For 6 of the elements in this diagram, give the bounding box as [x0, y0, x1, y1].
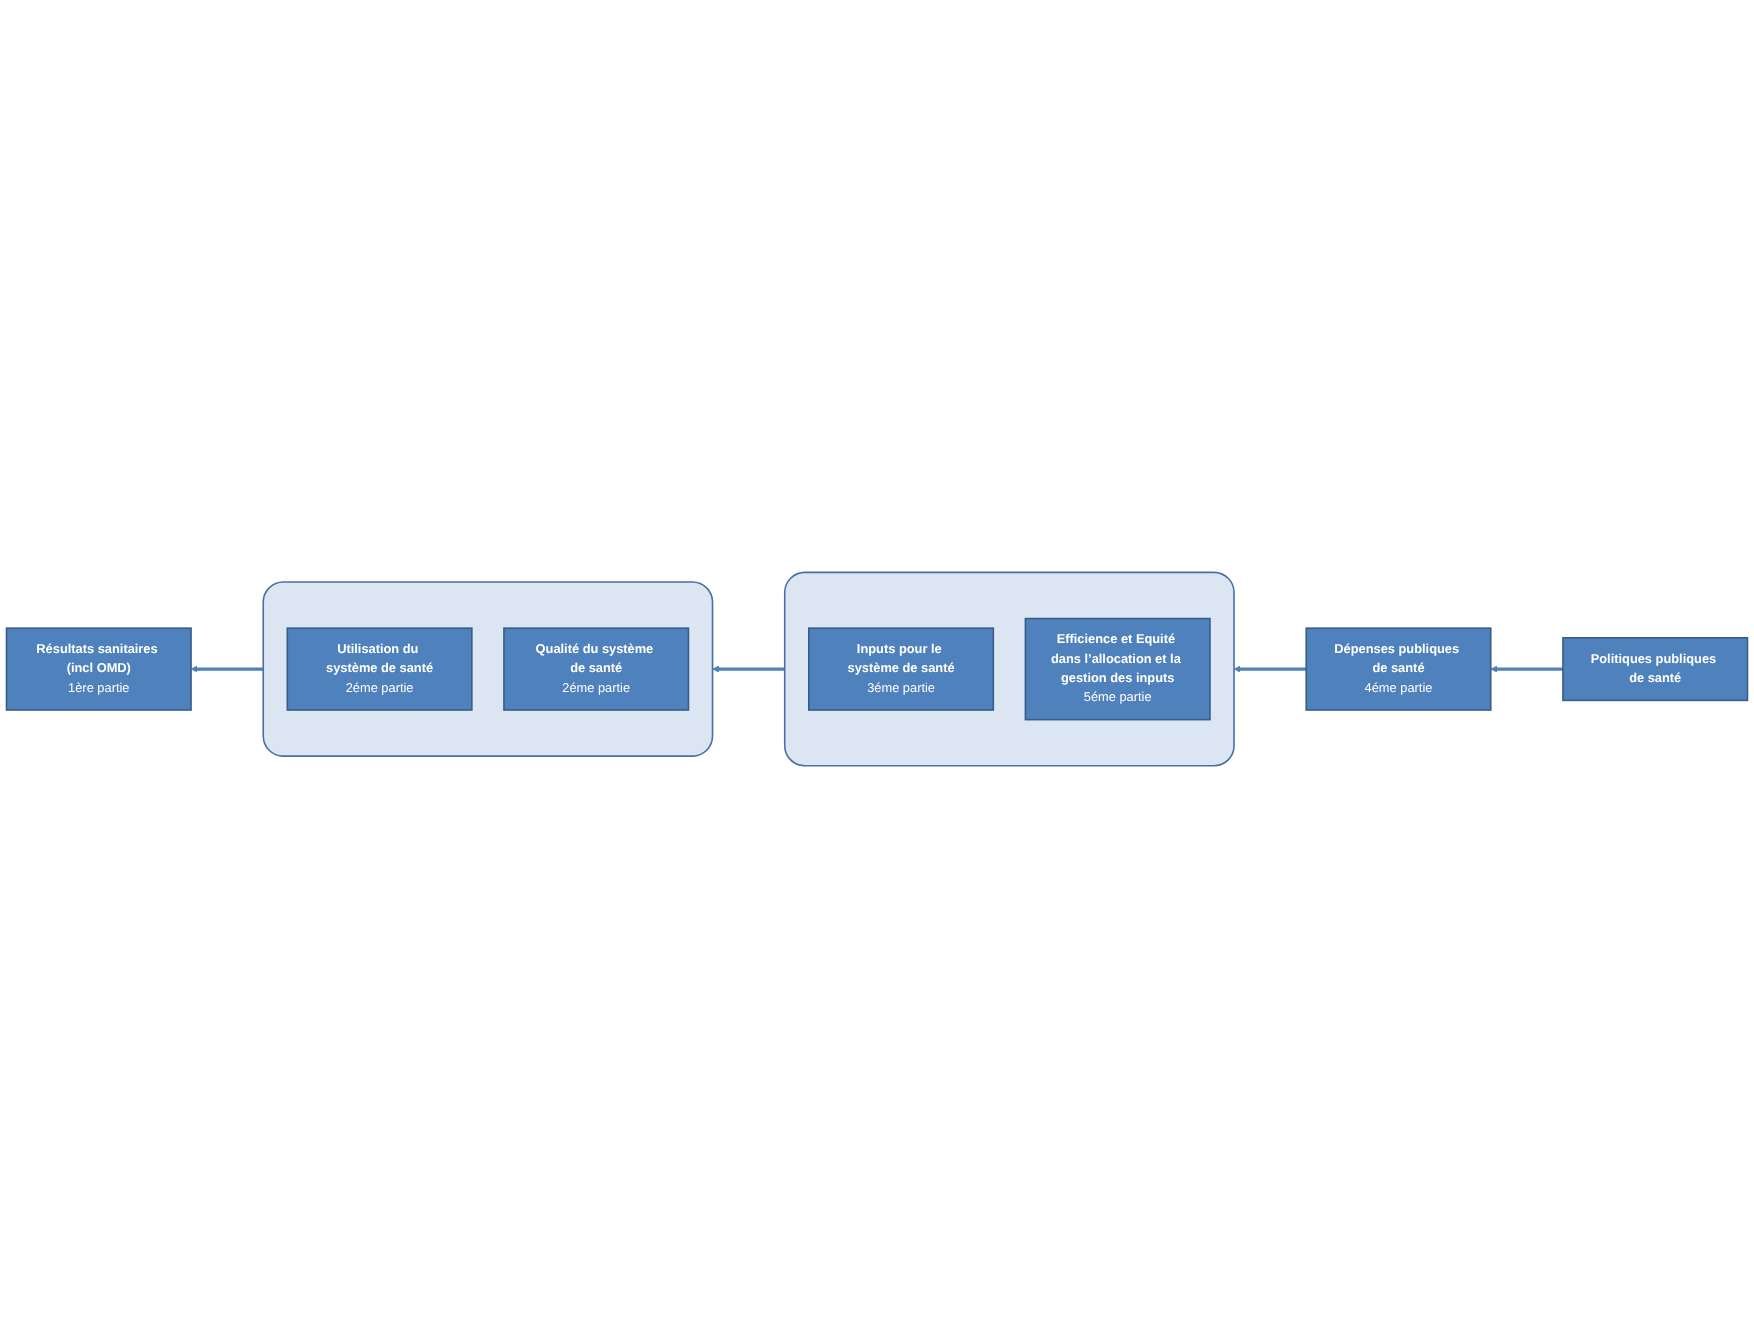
arrow: [712, 666, 785, 674]
arrow: [190, 666, 264, 674]
cluster: [783, 572, 1235, 768]
arrow: [1233, 666, 1307, 674]
arrow: [1490, 666, 1563, 674]
cluster: [262, 582, 714, 758]
